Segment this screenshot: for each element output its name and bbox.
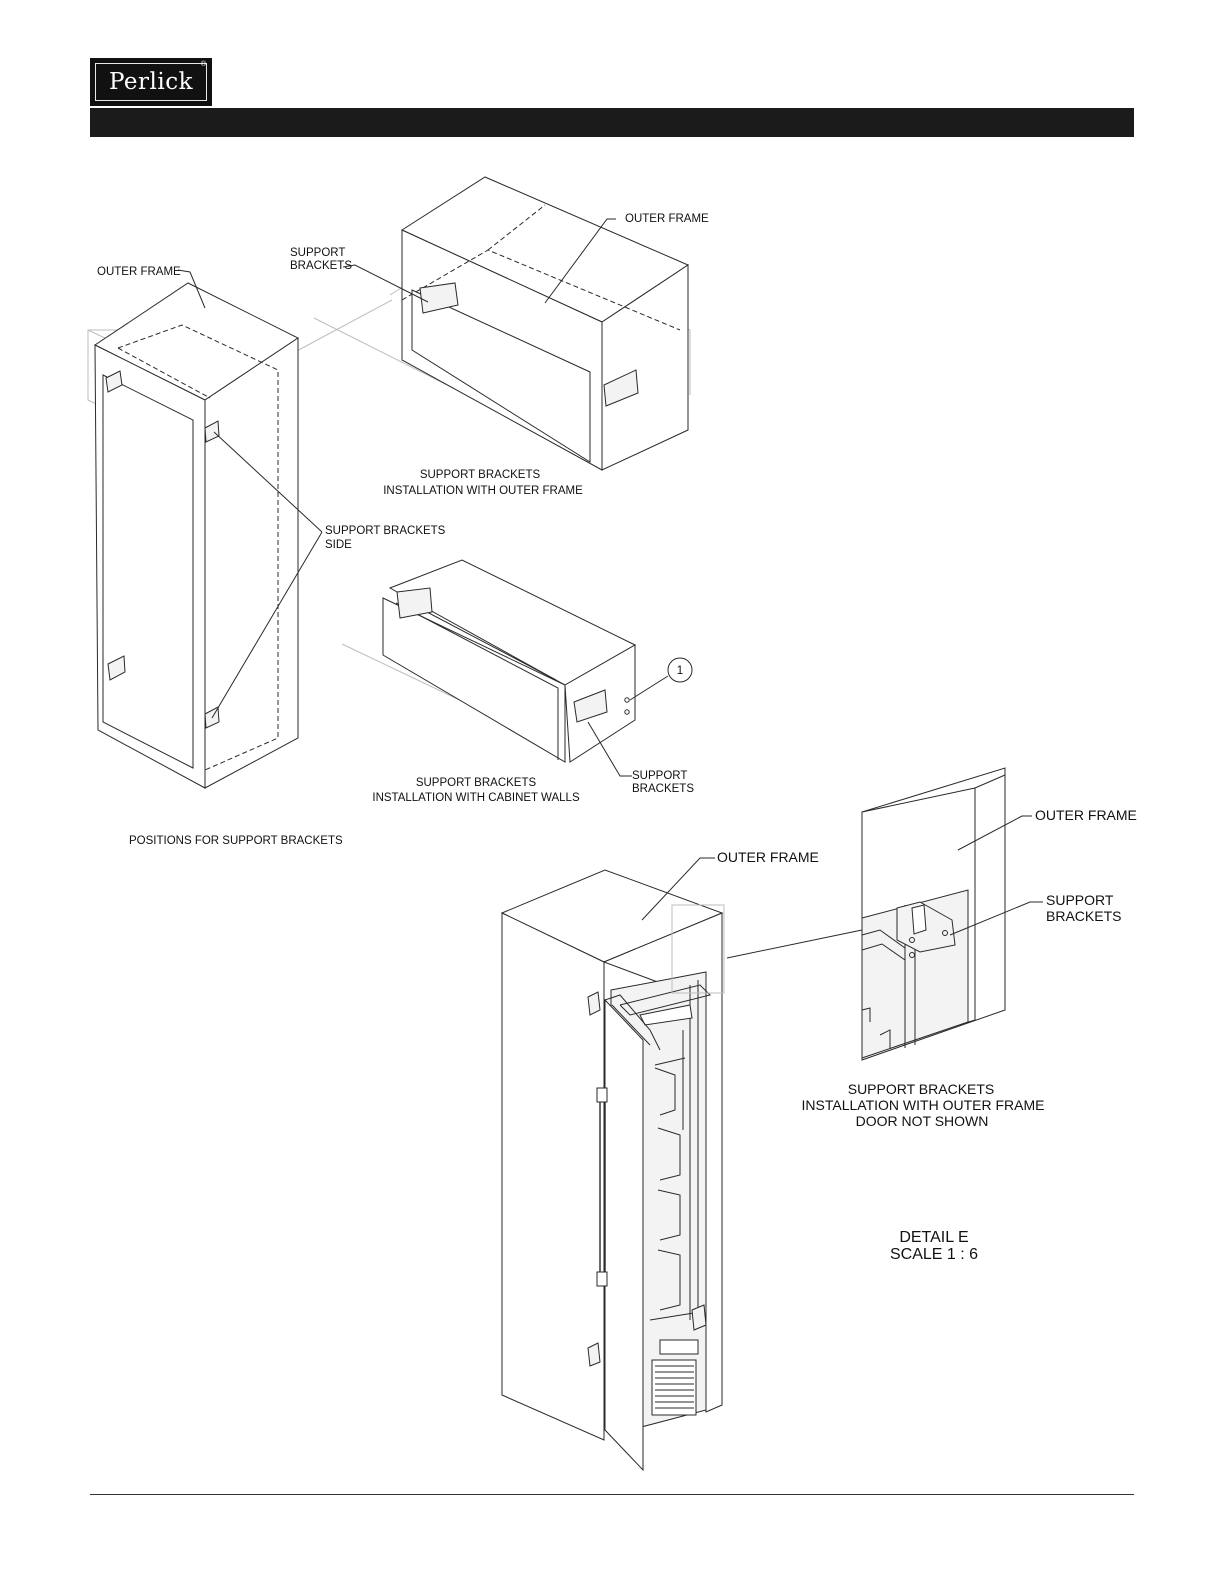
support-brackets-side-label-2: SIDE [325,539,352,551]
bracket-top-front [419,282,459,314]
caption-detail-2: INSTALLATION WITH OUTER FRAME [802,1097,1045,1113]
vent-grille [655,1365,694,1409]
caption-mid-2: INSTALLATION WITH CABINET WALLS [372,792,580,804]
bracket-fridge-bottom [587,1342,601,1367]
callout-number: 1 [677,665,683,677]
logo-text: Perlick [108,69,194,95]
cabinet-walls-figure: 1 SUPPORT BRACKETS SUPPORT BRACKETS INST… [341,559,694,804]
bracket-mid-front [396,587,433,619]
caption-detail-1: SUPPORT BRACKETS [848,1081,995,1097]
fridge-open-door-figure: OUTER FRAME [500,849,863,1472]
footer-rule [90,1494,1134,1495]
tall-cabinet-figure: OUTER FRAME SUPPORT BRACKETS SIDE POSITI… [87,266,446,847]
outer-frame-label-fridge: OUTER FRAME [717,849,819,865]
support-brackets-side-label-1: SUPPORT BRACKETS [325,525,446,537]
bracket-top-side [603,369,639,407]
perlick-logo: Perlick ® [90,58,212,106]
outer-frame-label: OUTER FRAME [97,266,181,278]
bracket-top-left [105,370,123,393]
support-label-detail-1: SUPPORT [1046,892,1114,908]
support-label-mid-2: BRACKETS [632,783,694,795]
registered-mark: ® [200,61,206,68]
header-bar [90,108,1134,137]
detail-e-scale: SCALE 1 : 6 [890,1246,978,1263]
support-label-detail-2: BRACKETS [1046,908,1121,924]
logo-frame: Perlick [95,63,207,101]
caption-top-2: INSTALLATION WITH OUTER FRAME [383,485,583,497]
support-label-mid-1: SUPPORT [632,770,687,782]
caption-detail-3: DOOR NOT SHOWN [856,1113,989,1129]
bracket-mid-side [573,689,608,723]
detail-box [671,904,725,994]
bracket-fridge-top [587,991,601,1016]
outer-frame-horizontal-figure: SUPPORT BRACKETS OUTER FRAME SUPPORT BRA… [290,176,709,497]
caption-mid-1: SUPPORT BRACKETS [416,777,537,789]
outer-frame-label-top: OUTER FRAME [625,213,709,225]
bracket-bottom-left [107,655,126,681]
open-door [604,998,644,1472]
callout-circle [667,657,693,683]
caption-top-1: SUPPORT BRACKETS [420,469,541,481]
detail-e-title: DETAIL E [899,1229,968,1246]
positions-caption: POSITIONS FOR SUPPORT BRACKETS [129,835,343,847]
support-label-2: BRACKETS [290,260,352,272]
support-label-1: SUPPORT [290,247,345,259]
outer-frame-label-detail: OUTER FRAME [1035,807,1137,823]
detail-e-figure: OUTER FRAME SUPPORT BRACKETS SUPPORT BRA… [802,767,1137,1263]
